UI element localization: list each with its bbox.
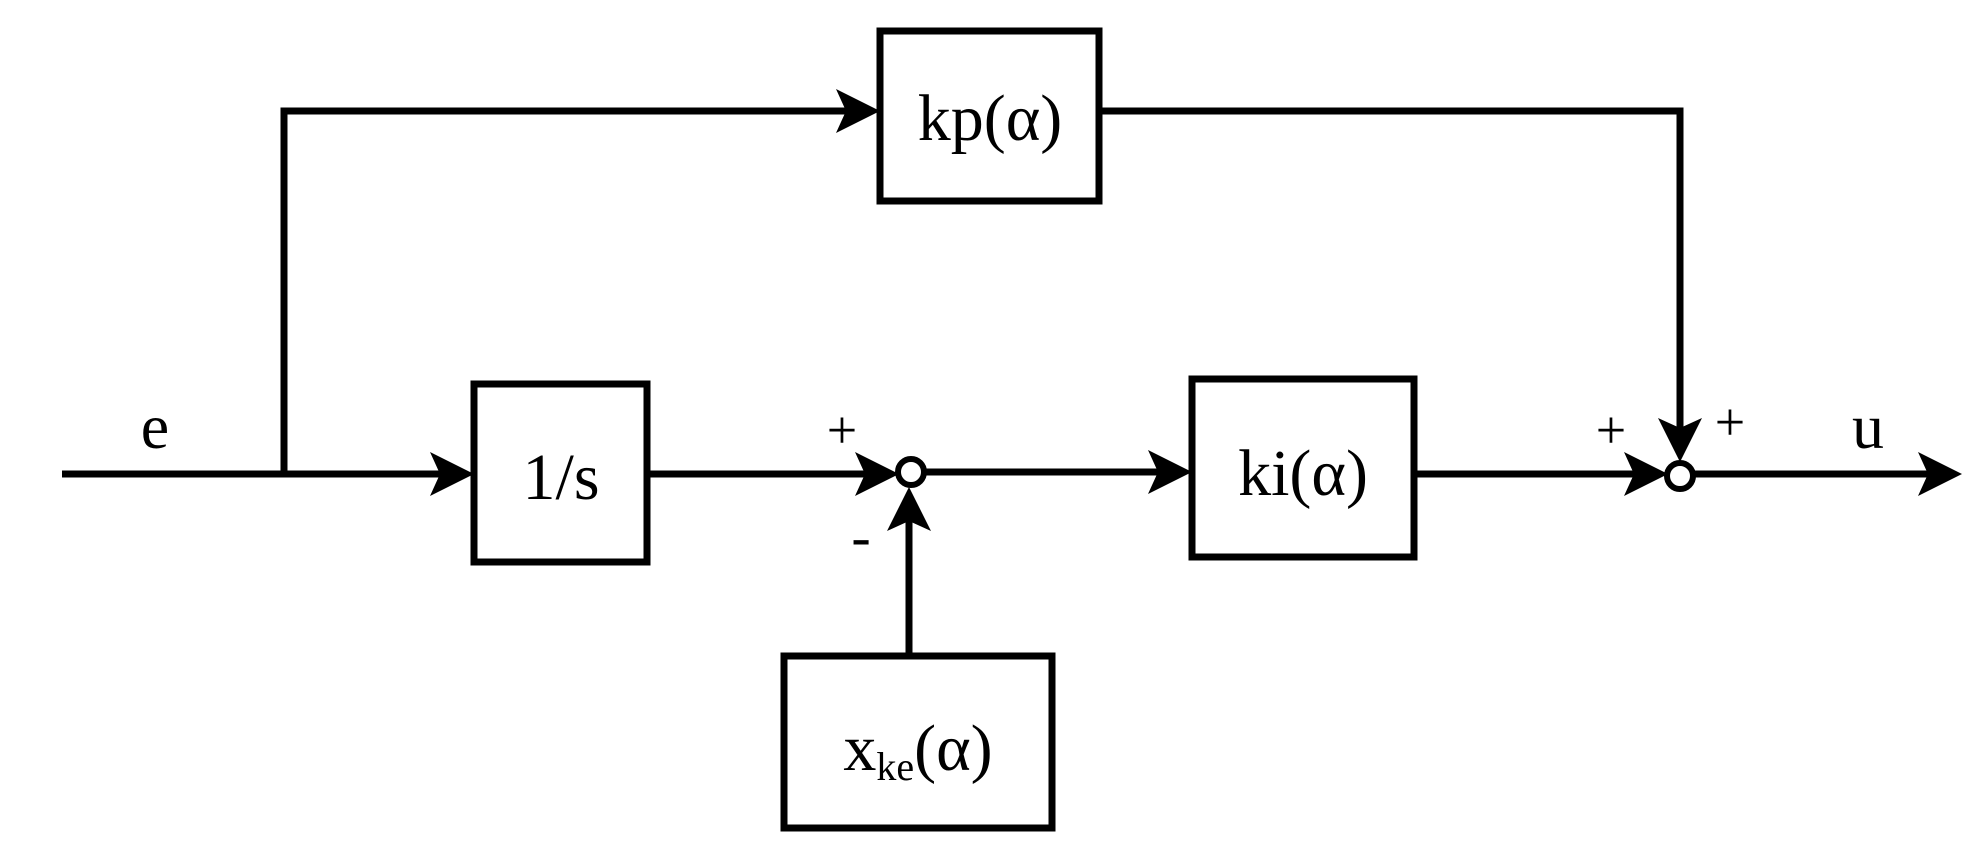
arrowhead-into-sum1-bottom <box>887 487 931 531</box>
arrowhead-into-sum2-left <box>1624 452 1668 496</box>
arrowhead-into-sum1-left <box>855 452 899 496</box>
block-integrator-label: 1/s <box>522 441 599 514</box>
block-ki-label: ki(α) <box>1238 437 1368 510</box>
block-xke-arg: (α) <box>914 712 993 785</box>
wire-kp-to-sum2 <box>1099 107 1684 440</box>
wires <box>62 107 1930 656</box>
arrowhead-into-integrator <box>430 452 474 496</box>
block-xke-label: xke(α) <box>843 712 992 789</box>
sum2-sign-left: + <box>1596 400 1626 460</box>
arrowheads <box>430 89 1962 531</box>
block-xke-subscript: ke <box>876 744 914 789</box>
input-signal-label: e <box>141 391 169 462</box>
block-kp-label: kp(α) <box>918 82 1063 155</box>
arrowhead-into-ki <box>1148 450 1192 494</box>
block-xke: xke(α) <box>780 652 1056 832</box>
sum1-sign-left: + <box>827 400 857 460</box>
block-kp: kp(α) <box>876 27 1103 205</box>
block-ki: ki(α) <box>1188 375 1418 561</box>
block-xke-base: x <box>843 712 876 785</box>
wire-branch-to-kp <box>280 107 850 474</box>
arrowhead-into-sum2-top <box>1658 418 1702 462</box>
summing-junction-1 <box>895 456 927 488</box>
output-signal-label: u <box>1852 391 1884 462</box>
sum2-sign-top: + <box>1715 392 1745 452</box>
sum1-sign-bottom: - <box>851 504 870 569</box>
block-integrator: 1/s <box>470 380 651 566</box>
arrowhead-into-kp <box>836 89 880 133</box>
arrowhead-output <box>1918 452 1962 496</box>
summing-junction-2 <box>1664 460 1696 492</box>
